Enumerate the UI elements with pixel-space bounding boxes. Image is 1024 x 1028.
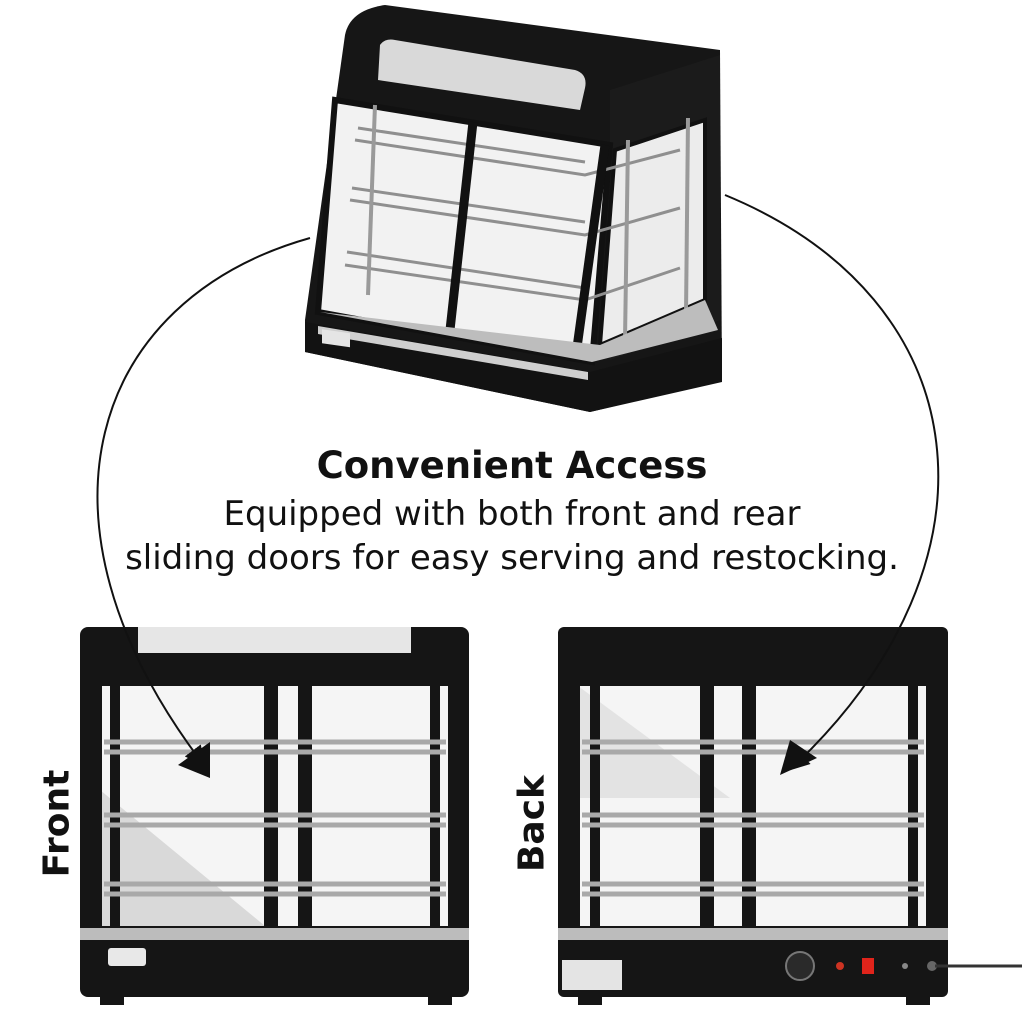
headline-line-2: sliding doors for easy serving and resto… — [125, 538, 899, 578]
headline-title: Convenient Access — [316, 444, 708, 487]
cabinet-perspective — [305, 5, 722, 412]
cabinet-front-view — [80, 627, 469, 1005]
front-view-label: Front — [36, 769, 78, 878]
headline-line-1: Equipped with both front and rear — [223, 494, 801, 534]
arrows — [96, 194, 940, 771]
arrowheads — [178, 740, 817, 778]
temperature-knob — [785, 951, 815, 981]
cabinet-back-view — [558, 627, 1022, 1005]
back-view-label: Back — [511, 775, 553, 873]
